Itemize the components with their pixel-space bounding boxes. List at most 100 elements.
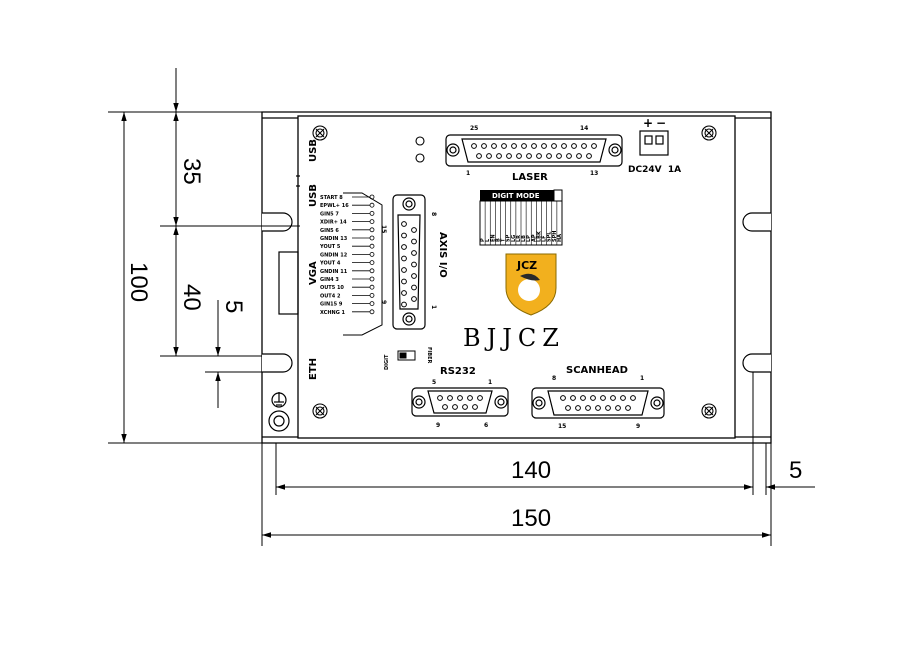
digit-label: DIGIT [384,354,390,370]
pin-icon [472,404,478,410]
mounting-slot-left-top [262,212,293,232]
pin-icon [615,405,621,411]
terminal-label: XDIR+ 14 [320,220,347,226]
digit-column-label: SP [506,234,512,242]
power-plus-label: + [643,116,653,130]
pin-icon [486,153,492,159]
digit-column-label: LF [542,235,548,242]
rs232-pin-1: 1 [488,379,492,386]
pin-icon [442,404,448,410]
axis-pin-1: 1 [430,305,437,309]
terminal-outline [343,192,383,336]
pin-icon [511,143,517,149]
axis-pins [401,221,417,308]
digit-column-label: L [485,238,491,242]
mounting-slot-left-bottom [262,353,293,373]
pin-icon [630,395,636,401]
pin-icon [411,284,417,291]
pin-icon [565,405,571,411]
pin-icon [462,404,468,410]
logo-text: JCZ [516,259,537,272]
pin-icon [566,153,572,159]
jcz-logo-icon: JCZ [505,253,557,316]
terminal-pin-icon [369,194,375,200]
terminal-pin-icon [369,260,375,266]
axis-io-label: AXIS I/O [437,232,448,278]
terminal-pin-icon [369,235,375,241]
screw-icon [312,125,328,141]
digit-column-label: SPL [547,231,553,242]
pin-icon [571,143,577,149]
pin-icon [595,405,601,411]
terminal-pin-icon [369,210,375,216]
dim-height-top: 35 [178,158,205,185]
dim-small-horizontal: 5 [789,457,802,484]
laser-pin-13: 13 [590,170,598,177]
rs232-pin-6: 6 [484,422,488,429]
pin-icon [437,395,443,401]
terminal-label: START 8 [320,195,343,201]
digit-column-label: LB [521,235,527,242]
terminal-label: GIN4 3 [320,277,339,283]
digit-column-label: T [501,238,507,242]
digit-column-label: HA [557,234,563,242]
pin-icon [561,143,567,149]
pin-icon [600,395,606,401]
status-led-icons [415,136,425,163]
pin-icon [411,273,417,279]
screw-icon [494,395,508,409]
screw-icon [608,143,622,157]
digit-column-label: B [495,238,501,242]
pin-icon [546,153,552,159]
dim-small-vertical: 5 [220,300,247,313]
eth-label: ETH [308,358,319,380]
pin-icon [401,301,407,308]
pin-icon [411,296,417,302]
terminal-label: OUT4 2 [320,293,341,299]
terminal-label: XCHNG 1 [320,310,346,316]
dimension-lines [108,68,815,546]
pin-icon [491,143,497,149]
terminal-label: GNDIN 13 [320,236,348,242]
vga-label: VGA [308,261,319,285]
terminal-label: YOUT 4 [319,261,341,267]
digit-column-label: LR [516,235,522,242]
pin-icon [452,404,458,410]
pin-icon [411,250,417,256]
pin-icon [457,395,463,401]
pin-icon [610,395,616,401]
digit-mode-title: DIGIT MODE [492,192,540,200]
axis-pin-9: 9 [380,300,387,304]
screw-icon [446,143,460,157]
pin-icon [551,143,557,149]
terminal-pin-icon [369,284,375,290]
pin-icon [506,153,512,159]
usb-label-top: USB [308,139,319,162]
pin-icon [401,221,407,227]
pin-icon [447,395,453,401]
dim-width-inner: 140 [511,457,551,484]
terminal-label: GNDIN 11 [320,269,348,275]
digit-column-label: EN [490,234,496,242]
terminal-pin-icon [369,276,375,282]
pin-icon [575,405,581,411]
ground-screw-icon [268,392,290,432]
dim-width-total: 150 [511,505,551,532]
screw-icon [650,396,664,410]
terminal-label: GNDIN 12 [320,252,348,258]
pin-icon [541,143,547,149]
rs232-label: RS232 [440,366,476,377]
dim-height-mid: 40 [178,284,205,311]
terminal-label: GIN5 7 [320,211,339,217]
terminal-pin-icon [369,251,375,257]
pin-icon [501,143,507,149]
power-label: DC24V 1A [628,165,681,175]
side-ports [278,175,300,315]
axis-pin-15: 15 [380,225,387,233]
scanhead-pin-15: 15 [558,423,566,430]
pin-icon [401,290,407,296]
pin-icon [476,153,482,159]
